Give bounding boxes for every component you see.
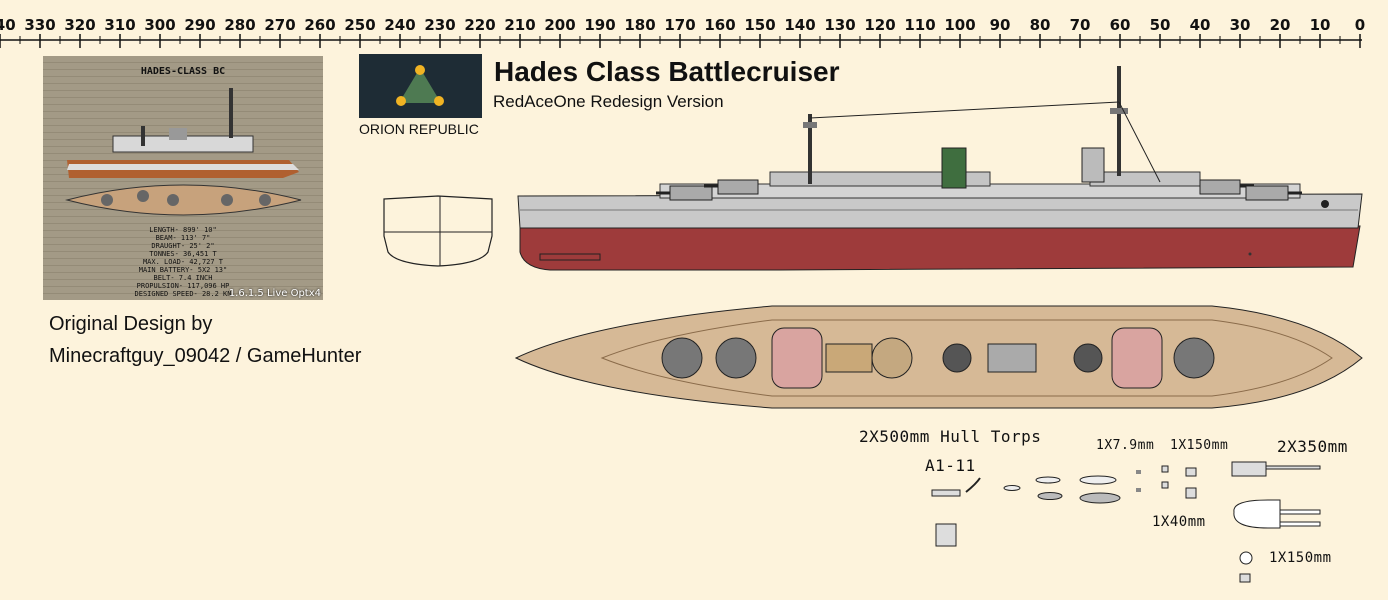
credit-line-1: Original Design by (49, 313, 213, 335)
ruler-label: 240 (384, 16, 416, 34)
original-top-profile (65, 184, 302, 216)
ruler-label: 170 (664, 16, 696, 34)
ruler-label: 320 (64, 16, 96, 34)
ruler-label: 100 (944, 16, 976, 34)
ruler-label: 50 (1149, 16, 1171, 34)
spec-line: TONNES- 36,451 T (149, 250, 217, 258)
ruler-label: 110 (904, 16, 936, 34)
ruler-label: 180 (624, 16, 656, 34)
ruler-label: 20 (1269, 16, 1291, 34)
triangle-emblem-icon (396, 65, 444, 106)
credit-line-2: Minecraftguy_09042 / GameHunter (49, 345, 362, 367)
ruler-label: 190 (584, 16, 616, 34)
equipment-sketches (931, 461, 1321, 583)
ruler-label: 200 (544, 16, 576, 34)
original-side-profile (67, 88, 299, 178)
ruler-label: 30 (1229, 16, 1251, 34)
ruler-label: 70 (1069, 16, 1091, 34)
ruler-line (0, 34, 1362, 48)
aircraft-label: A1-11 (925, 456, 976, 475)
spec-line: MAIN BATTERY- 5X2 13" (138, 266, 228, 274)
ruler-label: 60 (1109, 16, 1131, 34)
aa-gun-label: 1X40mm (1152, 514, 1206, 530)
spec-line: LENGTH- 899' 10" (149, 226, 217, 234)
ruler-label: 210 (504, 16, 536, 34)
page-subtitle: RedAceOne Redesign Version (493, 92, 724, 111)
spec-line: PROPULSION- 117,096 HP (136, 282, 230, 290)
ruler-label: 0 (1354, 16, 1366, 34)
ruler-label: 280 (224, 16, 256, 34)
spec-line: DRAUGHT- 25' 2" (151, 242, 215, 250)
ruler-label: 120 (864, 16, 896, 34)
ruler-label: 160 (704, 16, 736, 34)
ruler-label: 290 (184, 16, 216, 34)
mg-label: 1X7.9mm (1096, 438, 1155, 453)
scale-ruler: 3403303203103002902802702602502402302202… (0, 0, 1388, 48)
ruler-label: 140 (784, 16, 816, 34)
ruler-label: 130 (824, 16, 856, 34)
faction-logo (359, 54, 482, 118)
ruler-label: 310 (104, 16, 136, 34)
ruler-label: 80 (1029, 16, 1051, 34)
hull-torpedoes-label: 2X500mm Hull Torps (859, 427, 1042, 446)
ship-top-profile (514, 305, 1363, 409)
ruler-label: 300 (144, 16, 176, 34)
ship-side-profile (517, 66, 1363, 271)
ruler-label: 250 (344, 16, 376, 34)
ruler-label: 270 (264, 16, 296, 34)
spec-line: BEAM- 113' 7" (155, 234, 211, 242)
original-design-image: HADES-CLASS BC LENGTH- 899' 10" BEAM- 11… (43, 56, 323, 300)
ruler-label: 40 (1189, 16, 1211, 34)
ruler-label: 330 (24, 16, 56, 34)
secondary-bottom-label: 1X150mm (1269, 550, 1332, 566)
game-version: 1.6.1.5 Live Optx4 (228, 288, 321, 299)
ruler-label: 220 (464, 16, 496, 34)
secondary-top-label: 1X150mm (1170, 438, 1229, 453)
ruler-label: 150 (744, 16, 776, 34)
spec-line: MAX. LOAD- 42,727 T (142, 258, 224, 266)
spec-line: DESIGNED SPEED- 28.2 KN (134, 290, 232, 298)
ruler-label: 10 (1309, 16, 1331, 34)
ruler-label: 260 (304, 16, 336, 34)
main-battery-label: 2X350mm (1277, 437, 1348, 456)
ruler-label: 340 (0, 16, 16, 34)
original-spec-list: LENGTH- 899' 10" BEAM- 113' 7" DRAUGHT- … (103, 226, 263, 298)
faction-name: ORION REPUBLIC (359, 121, 479, 137)
hull-cross-section (383, 195, 493, 267)
ruler-label: 90 (989, 16, 1011, 34)
original-title: HADES-CLASS BC (140, 66, 226, 77)
ruler-label: 230 (424, 16, 456, 34)
page-title: Hades Class Battlecruiser (494, 56, 840, 87)
spec-line: BELT- 7.4 INCH (153, 274, 213, 282)
